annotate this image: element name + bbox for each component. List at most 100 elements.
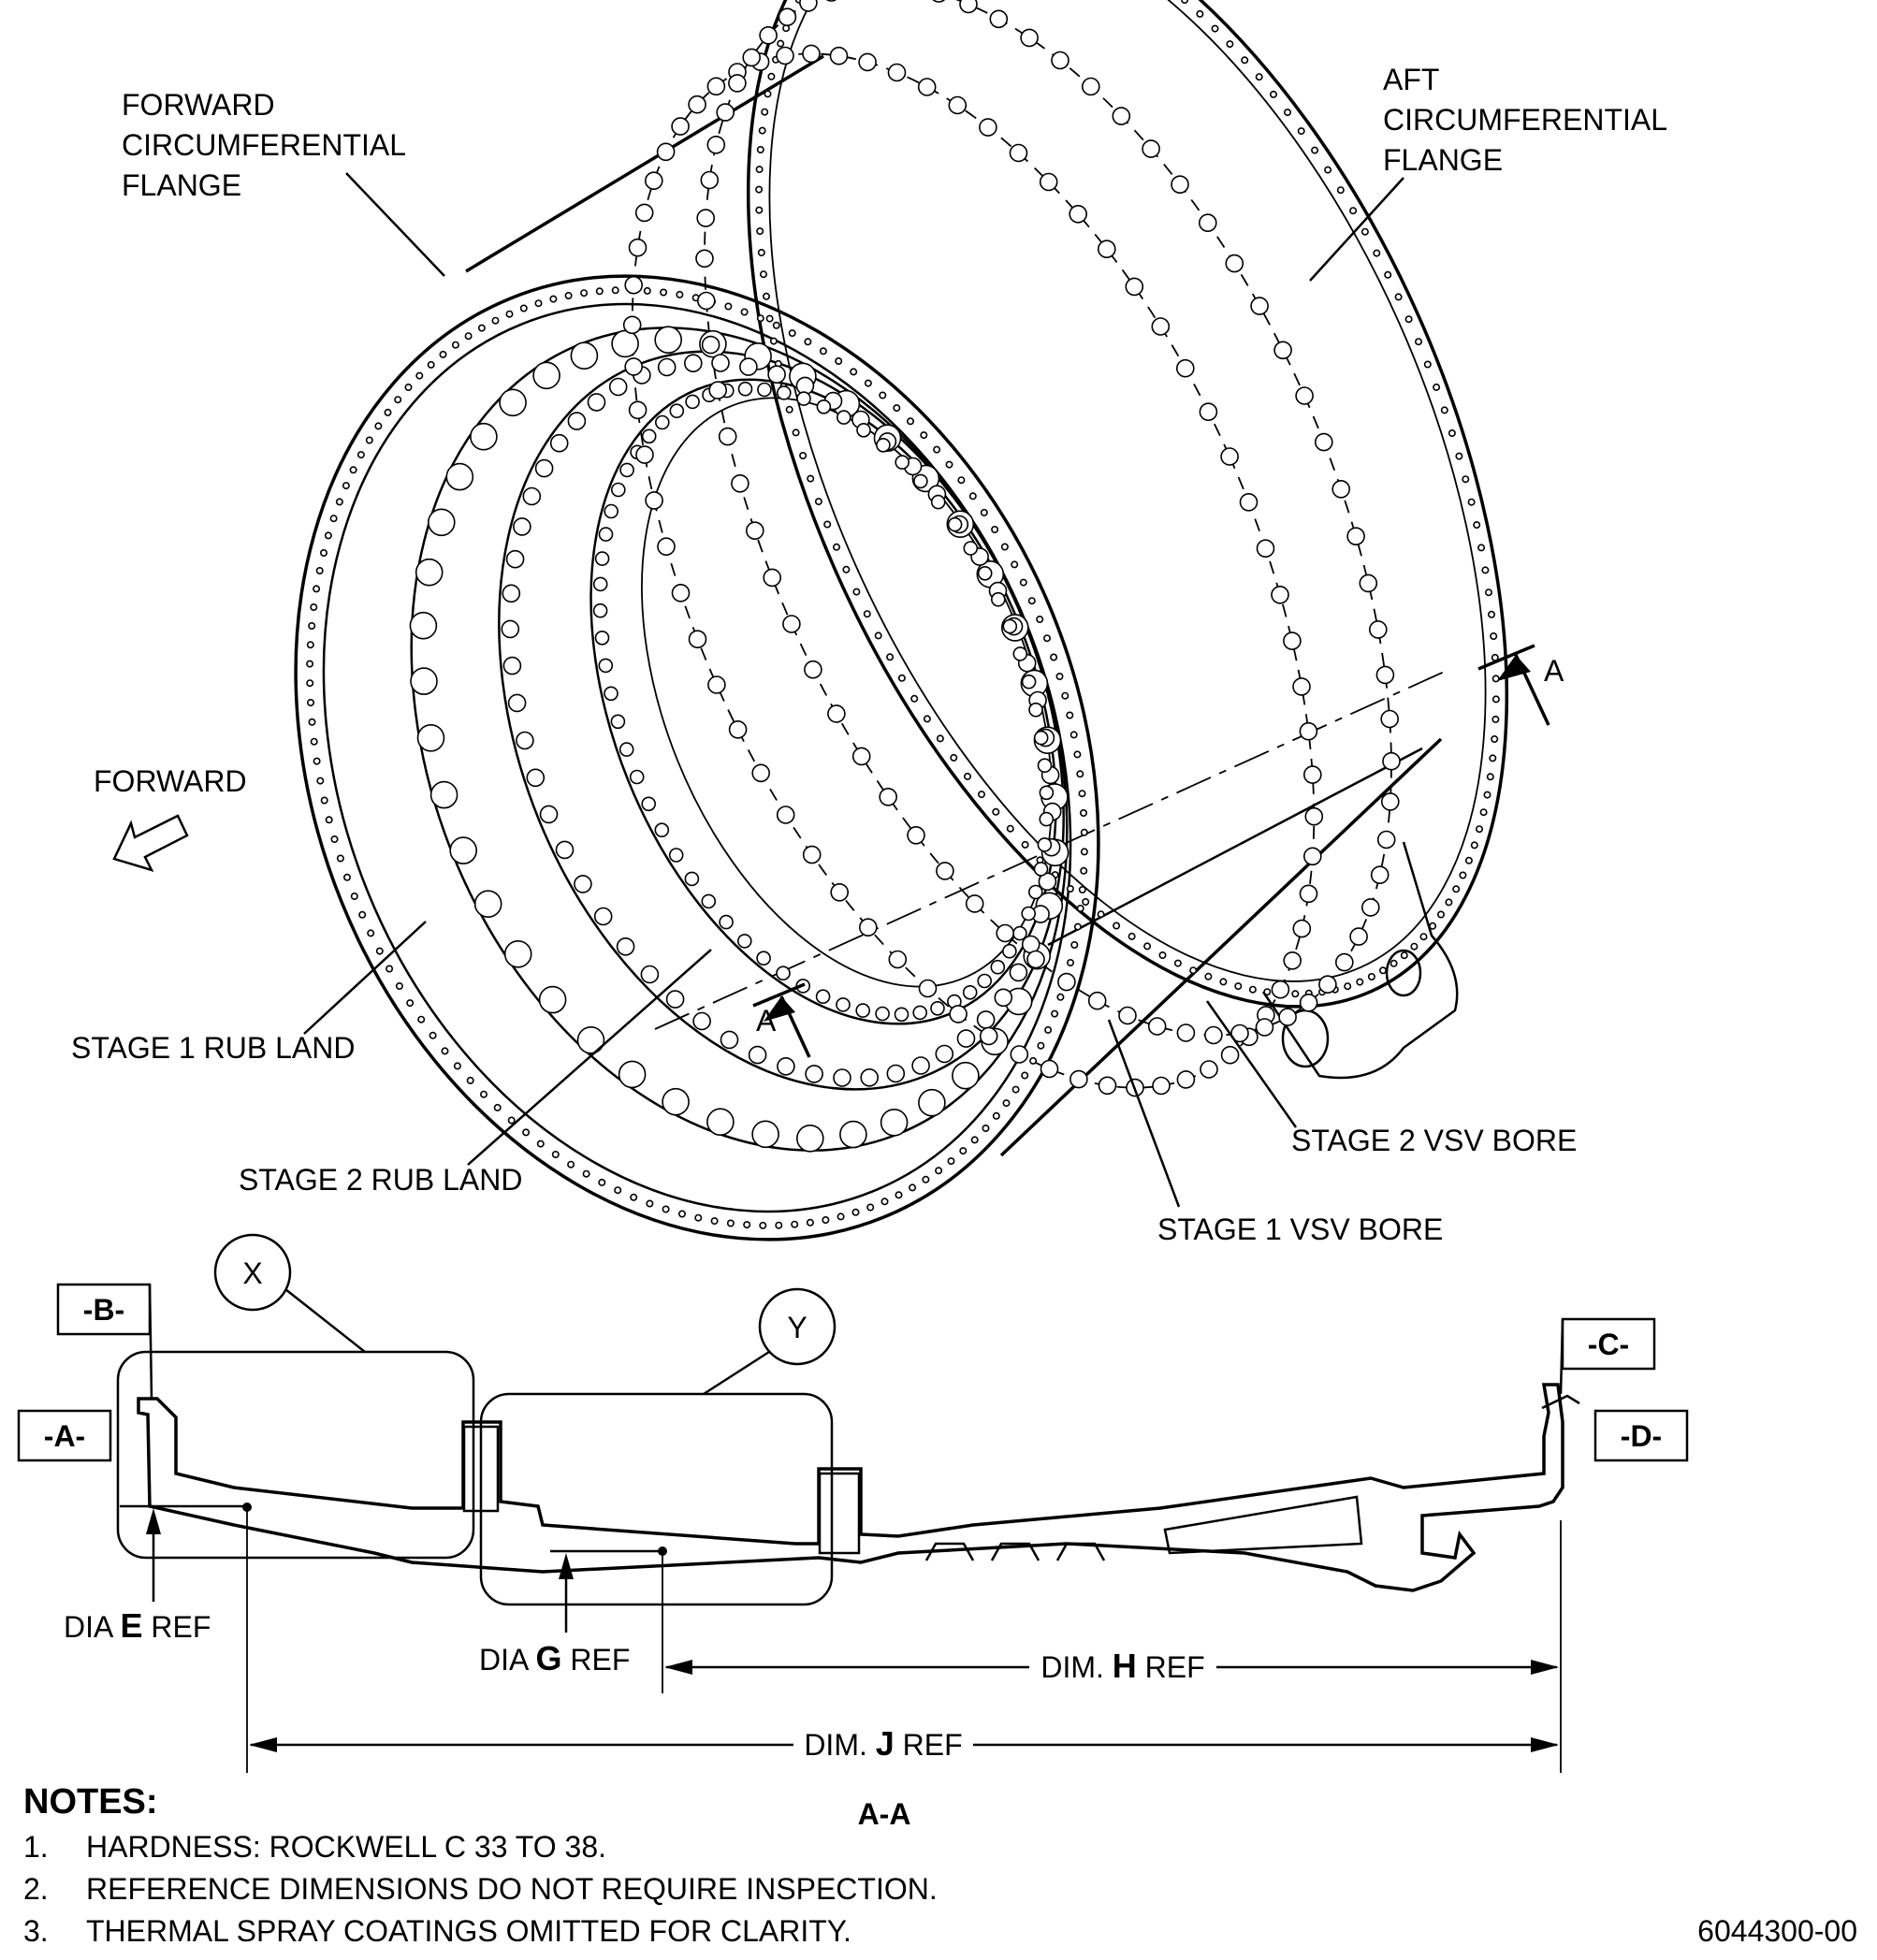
flange-bolt-hole [1241, 56, 1249, 65]
vsv-boss [728, 74, 747, 93]
flange-bolt-hole [992, 1111, 1000, 1120]
flange-bolt-hole [863, 610, 871, 618]
section-marker-lower: A [756, 1004, 777, 1038]
flange-bolt-hole [1173, 959, 1182, 967]
flange-bolt-hole [920, 431, 928, 440]
flange-bolt-hole [564, 291, 573, 299]
rub-land-boss [935, 1044, 954, 1064]
stage2-rub-land-label: STAGE 2 RUB LAND [239, 1163, 522, 1197]
rub-land-boss [795, 1125, 824, 1153]
inner-boss [604, 503, 619, 519]
flange-bolt-hole [324, 531, 332, 540]
flange-bolt-hole [308, 718, 316, 726]
flange-bolt-hole [1490, 632, 1498, 640]
vsv-boss [731, 473, 749, 493]
flange-bolt-hole [897, 674, 906, 682]
vsv-boss [1361, 898, 1380, 917]
flange-bolt-hole [807, 474, 815, 483]
shell-top-edge [465, 54, 824, 273]
detail-y-box [479, 1392, 834, 1606]
vsv-boss [1069, 1069, 1088, 1089]
vsv-boss [1335, 952, 1354, 972]
inner-boss [816, 399, 832, 414]
forward-flange-label-line1: FORWARD [122, 88, 275, 122]
detail-x-bubble [213, 1233, 292, 1312]
vsv-boss [628, 400, 647, 420]
note-1-number: 1. [23, 1830, 49, 1864]
vsv-boss [1381, 792, 1400, 811]
datum-c-label: -C- [1588, 1328, 1629, 1361]
flange-bolt-hole [404, 383, 413, 391]
vsv-boss [1299, 884, 1318, 904]
flange-bolt-hole [782, 24, 791, 33]
vsv-boss [701, 335, 720, 355]
flange-bolt-hole [1349, 207, 1358, 215]
flange-bolt-hole [1011, 1085, 1020, 1094]
vsv-boss [829, 46, 849, 65]
aft-flange-hook [1541, 1394, 1580, 1410]
inner-boss [1039, 785, 1055, 801]
flange-bolt-hole [1263, 988, 1272, 996]
vsv-boss [1303, 765, 1322, 784]
flange-bolt-hole [851, 1208, 860, 1216]
rub-land-boss [513, 517, 531, 536]
vsv-boss [644, 171, 663, 190]
flange-bolt-hole [755, 166, 764, 174]
vsv-boss [1051, 51, 1069, 70]
flange-bolt-hole [814, 498, 822, 506]
vsv-boss [1087, 991, 1107, 1010]
flange-bolt-hole [1477, 544, 1486, 552]
vsv-boss [782, 615, 801, 633]
leader-aft-flange [1309, 177, 1404, 282]
flange-bolt-hole [823, 520, 832, 529]
inner-boss [604, 686, 618, 702]
note-3-number: 3. [23, 1914, 49, 1948]
flange-bolt-hole [978, 791, 986, 799]
flange-bolt-hole [1069, 731, 1078, 739]
flange-bolt-hole [874, 632, 882, 640]
vsv-boss [858, 52, 877, 72]
flange-bolt-hole [1080, 828, 1088, 836]
flange-bolt-hole [819, 347, 827, 356]
vsv-boss [949, 1005, 968, 1024]
rub-land-boss [860, 1068, 880, 1087]
flange-bolt-hole [1073, 922, 1082, 931]
flange-bolt-hole [1464, 856, 1473, 864]
aft-flange-label-line2: CIRCUMFERENTIAL [1383, 103, 1667, 137]
dia-e-arrow-head [146, 1508, 161, 1534]
flange-bolt-hole [582, 1169, 590, 1178]
flange-bolt-hole [493, 1103, 502, 1111]
rub-land-boss [748, 1045, 767, 1065]
rub-land-boss [516, 731, 534, 750]
inner-boss [1033, 730, 1049, 746]
rub-land-boss [415, 558, 444, 587]
flange-bolt-hole [1367, 973, 1375, 981]
flange-bolt-hole [1356, 978, 1364, 986]
vsv-boss [688, 630, 707, 649]
flange-bolt-hole [453, 1062, 461, 1070]
flange-bolt-hole [395, 982, 403, 991]
dim-j-prefix: DIM. [804, 1728, 867, 1762]
inner-boss [719, 914, 734, 930]
rub-land-boss [505, 549, 525, 569]
forward-flange-label-line3: FLANGE [122, 168, 241, 202]
rub-land-boss [616, 936, 635, 956]
forward-direction-arrow [112, 814, 189, 873]
vsv-boss [1220, 447, 1239, 466]
flange-bolt-hole [350, 892, 358, 900]
inner-boss [930, 1001, 945, 1016]
vsv-boss [671, 583, 691, 603]
leader-lines [303, 172, 1404, 1208]
vsv-boss [827, 704, 846, 723]
flange-bolt-hole [758, 126, 766, 135]
vsv-boss [751, 763, 771, 783]
leader-stage1-rub-land [303, 921, 427, 1035]
flange-bolt-hole [358, 910, 367, 919]
flange-bolt-hole [850, 368, 858, 376]
flange-bolt-hole [1067, 959, 1075, 967]
flange-bolt-hole [765, 314, 774, 323]
flange-bolt-hole [580, 289, 589, 298]
vsv-boss [1376, 830, 1396, 849]
vsv-boss [1199, 402, 1218, 422]
vsv-boss [1349, 927, 1368, 946]
